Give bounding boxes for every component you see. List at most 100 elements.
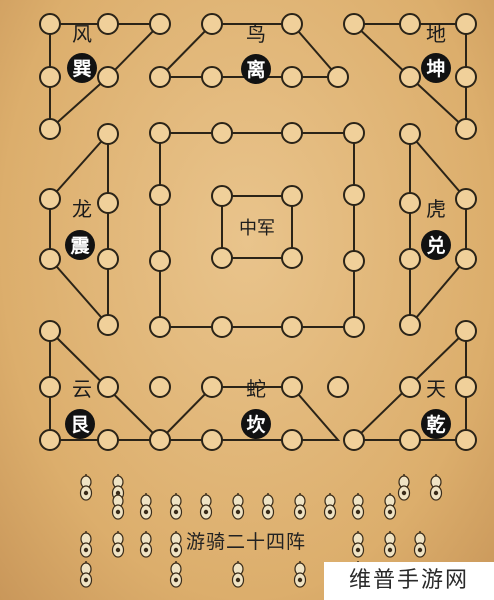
cavalry-figure	[111, 493, 125, 520]
formation-name-bird: 鸟	[246, 22, 266, 46]
formation-node	[399, 66, 421, 88]
formation-node	[39, 320, 61, 342]
formation-node	[149, 66, 171, 88]
formation-node	[281, 122, 303, 144]
cavalry-figure	[139, 493, 153, 520]
formation-node	[281, 316, 303, 338]
cavalry-figure	[293, 561, 307, 588]
formation-name-tiger: 虎	[426, 197, 446, 221]
cavalry-figure	[351, 531, 365, 558]
cavalry-figure	[413, 531, 427, 558]
formation-node	[327, 376, 349, 398]
trigram-label-snake: 坎	[246, 413, 265, 436]
formation-node	[39, 13, 61, 35]
formation-node	[201, 376, 223, 398]
formation-node	[343, 250, 365, 272]
formation-node	[97, 123, 119, 145]
watermark: 维普手游网	[324, 562, 494, 600]
formation-node	[399, 429, 421, 451]
formation-node	[281, 13, 303, 35]
formation-node	[149, 376, 171, 398]
formation-node	[281, 66, 303, 88]
formation-node	[327, 66, 349, 88]
cavalry-figure	[79, 474, 93, 501]
formation-node	[97, 314, 119, 336]
formation-node	[455, 118, 477, 140]
formation-outline-dragon	[49, 133, 109, 328]
formation-node	[343, 184, 365, 206]
formation-node	[149, 250, 171, 272]
formation-node	[343, 429, 365, 451]
cavalry-figure	[383, 531, 397, 558]
formation-node	[343, 13, 365, 35]
trigram-badge	[421, 409, 451, 439]
formation-node	[399, 13, 421, 35]
trigram-label-dragon: 震	[70, 235, 90, 257]
formation-node	[39, 248, 61, 270]
formation-outline-tiger	[409, 133, 467, 328]
formation-node	[149, 429, 171, 451]
formation-name-sky: 天	[426, 377, 446, 401]
formation-node	[455, 13, 477, 35]
cavalry-figure	[169, 493, 183, 520]
formation-node	[211, 316, 233, 338]
trigram-label-wind: 巽	[72, 58, 91, 80]
trigram-badge	[65, 230, 95, 260]
formation-node	[281, 376, 303, 398]
cavalry-figure	[79, 531, 93, 558]
trigram-badge	[65, 409, 95, 439]
formation-name-cloud: 云	[72, 377, 92, 401]
trigram-badge	[67, 53, 97, 83]
trigram-badge	[421, 53, 451, 83]
formation-node	[455, 248, 477, 270]
formation-node	[211, 247, 233, 269]
cavalry-figure	[111, 531, 125, 558]
formation-node	[201, 13, 223, 35]
cavalry-figure	[79, 561, 93, 588]
center-command-box	[221, 195, 293, 259]
cavalry-figure	[261, 493, 275, 520]
formation-name-snake: 蛇	[246, 377, 266, 401]
cavalry-figure	[199, 493, 213, 520]
diagram-caption: 游骑二十四阵	[186, 531, 307, 553]
formation-node	[343, 122, 365, 144]
formation-node	[399, 248, 421, 270]
trigram-badge	[241, 409, 271, 439]
trigram-label-bird: 离	[246, 58, 265, 81]
cavalry-figure	[293, 493, 307, 520]
formation-node	[281, 247, 303, 269]
formation-node	[455, 188, 477, 210]
cavalry-figure	[169, 561, 183, 588]
formation-node	[97, 66, 119, 88]
formation-node	[399, 314, 421, 336]
formation-node	[97, 248, 119, 270]
cavalry-figure	[169, 531, 183, 558]
cavalry-figure	[231, 493, 245, 520]
formation-name-earth: 地	[426, 22, 446, 46]
formation-node	[97, 429, 119, 451]
formation-node	[149, 316, 171, 338]
cavalry-figure	[139, 531, 153, 558]
formation-node	[39, 188, 61, 210]
trigram-label-sky: 乾	[426, 413, 445, 436]
formation-name-dragon: 龙	[72, 197, 92, 221]
formation-node	[455, 429, 477, 451]
formation-node	[455, 376, 477, 398]
formation-node	[97, 192, 119, 214]
formation-node	[281, 429, 303, 451]
formation-name-wind: 风	[72, 22, 92, 46]
trigram-badge	[241, 54, 271, 84]
formation-node	[149, 122, 171, 144]
formation-node	[455, 66, 477, 88]
trigram-label-earth: 坤	[426, 57, 445, 80]
formation-node	[39, 429, 61, 451]
cavalry-figure	[397, 474, 411, 501]
formation-node	[343, 316, 365, 338]
formation-node	[399, 123, 421, 145]
formation-node	[39, 376, 61, 398]
formation-node	[201, 429, 223, 451]
formation-node	[281, 185, 303, 207]
formation-node	[39, 118, 61, 140]
